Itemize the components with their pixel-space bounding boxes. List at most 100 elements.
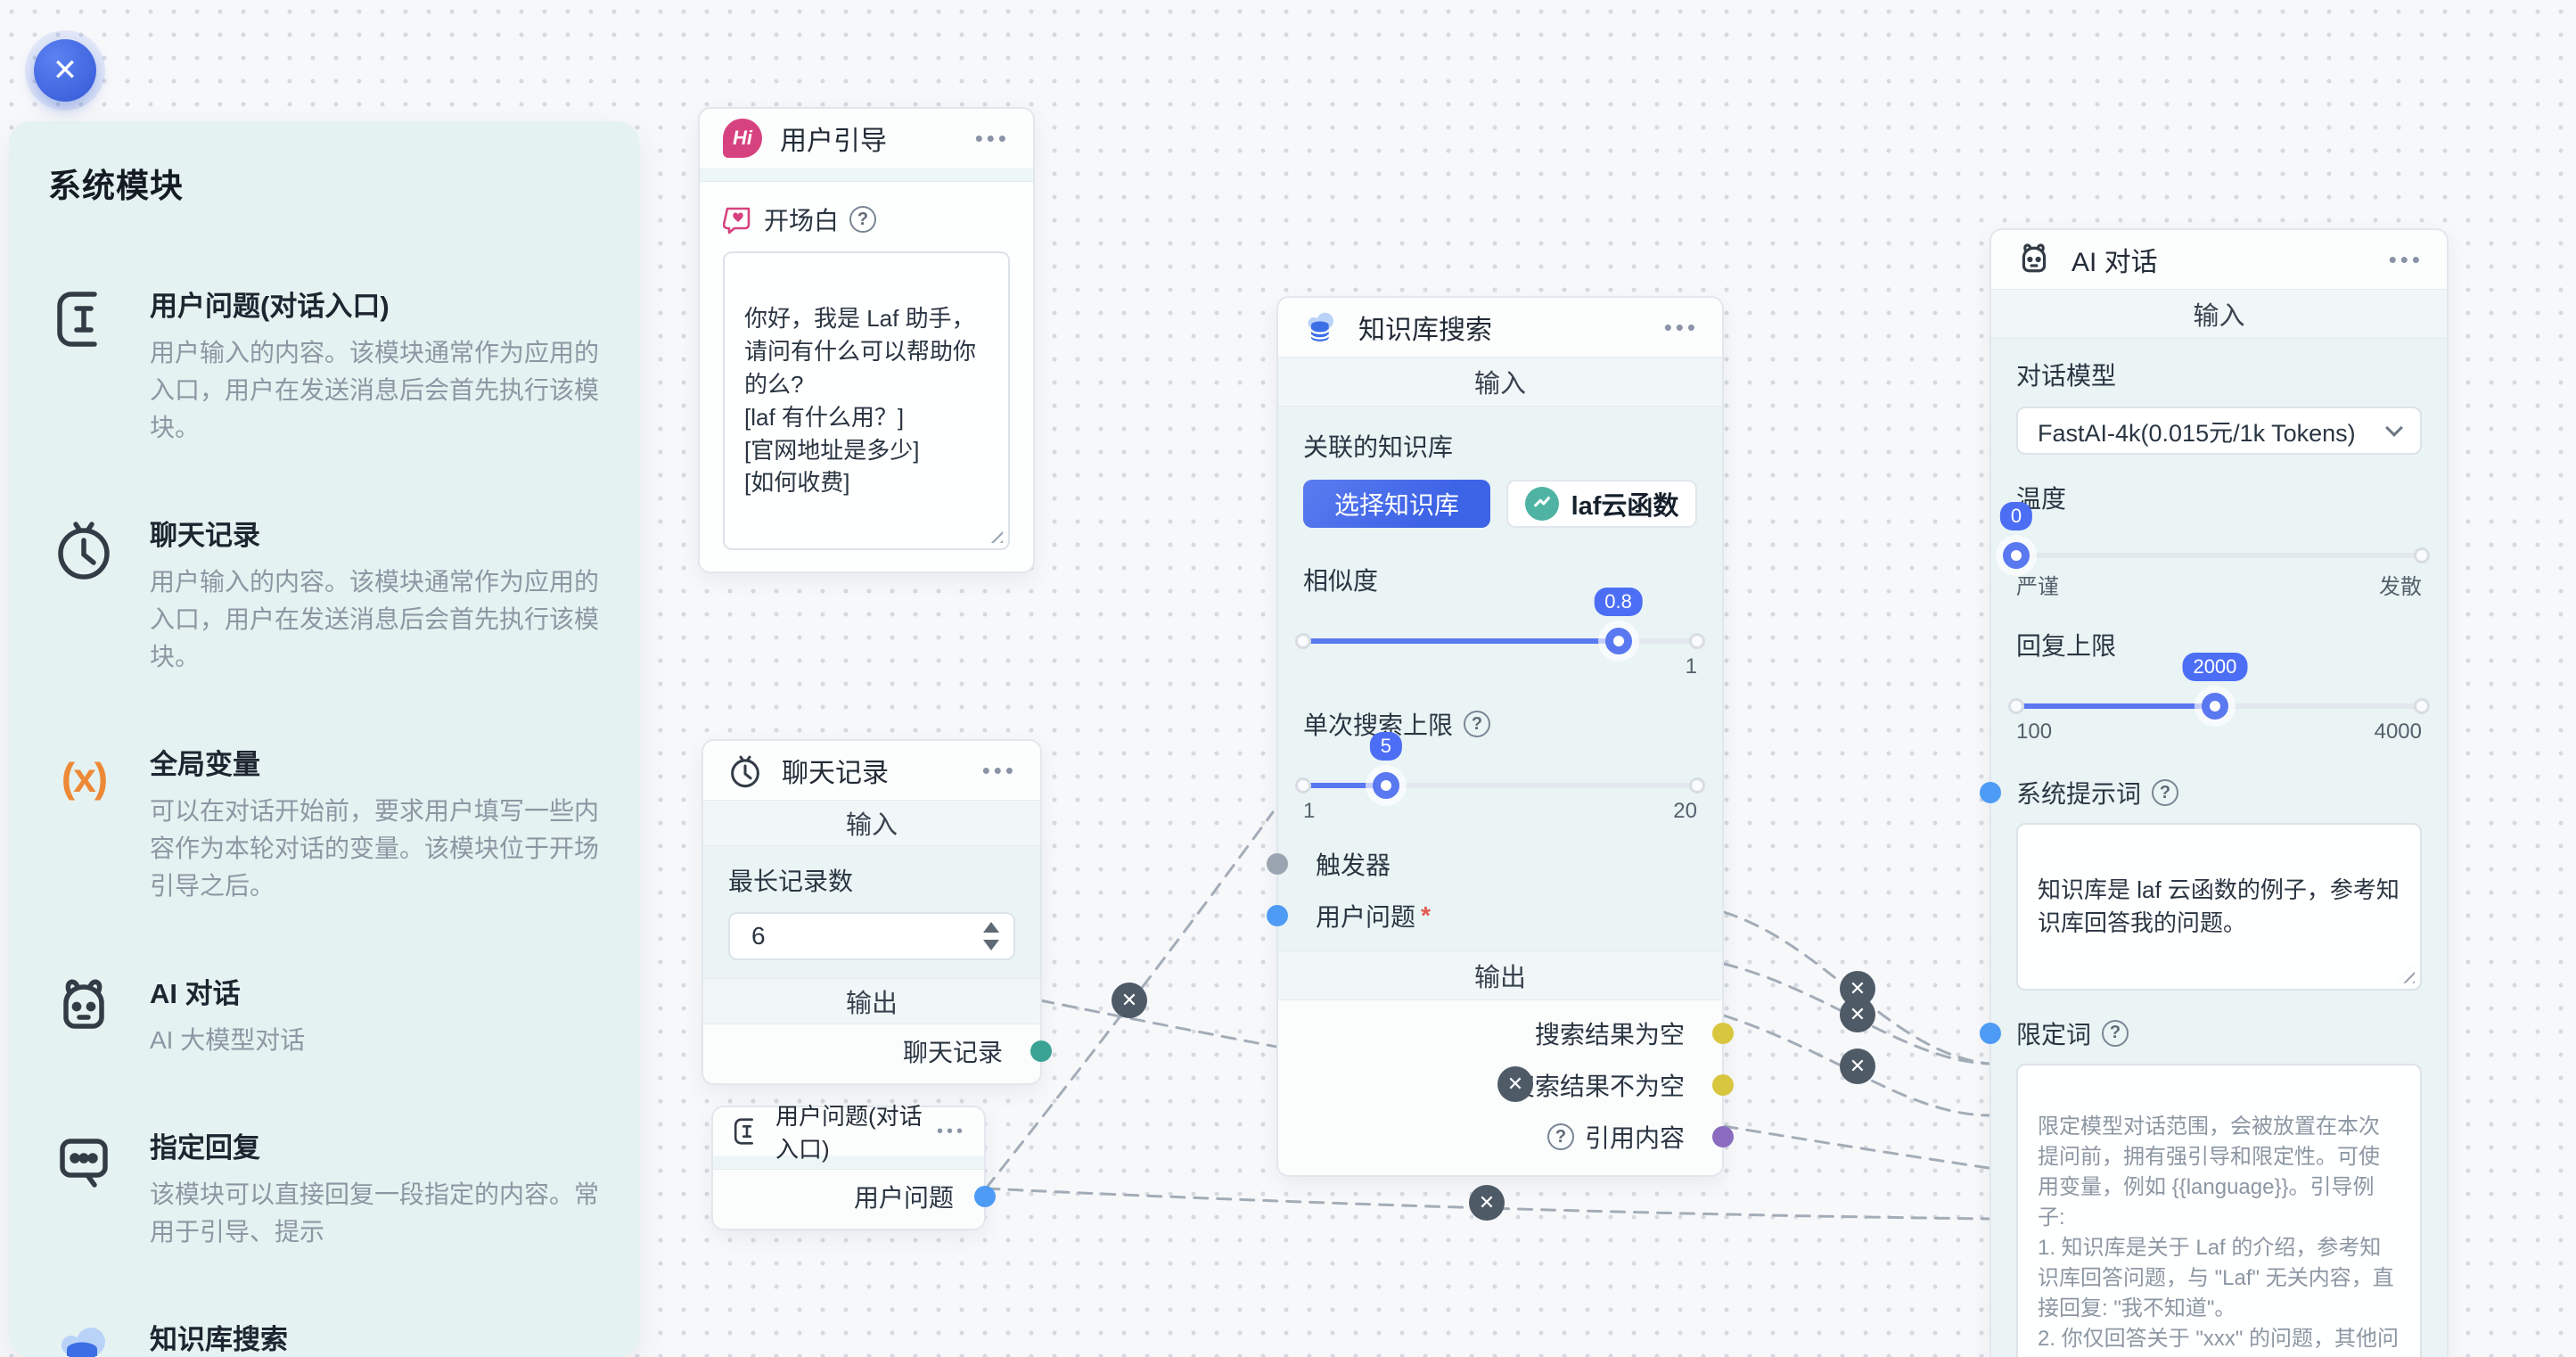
port-result-not-empty[interactable] [1712, 1074, 1734, 1096]
port-system-prompt[interactable] [1980, 782, 2001, 803]
slider-value-badge: 0.8 [1594, 588, 1643, 616]
close-icon: ✕ [52, 53, 78, 87]
node-user-question[interactable]: 用户问题(对话入口) ••• 用户问题 [711, 1103, 996, 1230]
qualifier-label: 限定词 [2016, 1020, 2092, 1049]
delete-connection-icon[interactable]: ✕ [1840, 1049, 1875, 1084]
slider-thumb[interactable]: 5 [1369, 732, 1402, 799]
kb-chip[interactable]: laf云函数 [1506, 480, 1697, 528]
module-desc: 用户输入的内容。该模块通常作为应用的入口，用户在发送消息后会首先执行该模块。 [150, 568, 600, 670]
model-label: 对话模型 [2016, 362, 2117, 390]
model-select[interactable]: FastAI-4k(0.015元/1k Tokens) [2016, 407, 2422, 455]
wire-empty-to-trigger [1722, 910, 1990, 1065]
module-list: 用户问题(对话入口) 用户输入的内容。该模块通常作为应用的入口，用户在发送消息后… [48, 284, 601, 1357]
slider-thumb[interactable]: 0 [1999, 502, 2033, 569]
delete-connection-icon[interactable]: ✕ [1497, 1066, 1533, 1102]
max-records-value: 6 [751, 922, 766, 950]
kb-database-icon [48, 1317, 119, 1357]
module-title: 用户问题(对话入口) [150, 291, 390, 322]
temperature-slider[interactable]: 0 严谨 发散 [1999, 502, 2430, 600]
wire-history-to-ai [1038, 999, 1990, 1170]
qualifier-textarea[interactable]: 限定模型对话范围，会被放置在本次提问前，拥有强引导和限定性。可使用变量，例如 {… [2016, 1063, 2422, 1357]
output-section-bar: 输出 [703, 978, 1040, 1024]
port-row-question: 用户问题* [1267, 890, 1722, 942]
node-title: 用户问题(对话入口) [775, 1103, 923, 1163]
input-section-bar: 输入 [1278, 357, 1722, 407]
module-desc: 可以在对话开始前，要求用户填写一些内容作为本轮对话的变量。该模块位于开场引导之后… [150, 797, 600, 900]
module-item-user-question[interactable]: 用户问题(对话入口) 用户输入的内容。该模块通常作为应用的入口，用户在发送消息后… [48, 284, 601, 447]
module-item-chat-history[interactable]: 聊天记录 用户输入的内容。该模块通常作为应用的入口，用户在发送消息后会首先执行该… [48, 513, 601, 676]
delete-connection-icon[interactable]: ✕ [1469, 1185, 1505, 1221]
slider-thumb[interactable]: 2000 [2182, 653, 2248, 720]
model-value: FastAI-4k(0.015元/1k Tokens) [2038, 419, 2356, 447]
node-menu-icon[interactable]: ••• [1663, 314, 1699, 341]
wire-question-to-kb [984, 810, 1275, 1190]
opening-heart-icon [723, 207, 751, 234]
node-title: 知识库搜索 [1358, 316, 1492, 345]
chevron-down-icon [2385, 419, 2403, 437]
input-section-bar: 输入 [703, 800, 1040, 846]
module-title: 知识库搜索 [150, 1324, 288, 1355]
node-title: 用户引导 [780, 127, 887, 156]
port-row-trigger: 触发器 [1267, 838, 1722, 890]
select-kb-button[interactable]: 选择知识库 [1303, 480, 1490, 528]
module-title: AI 对话 [150, 978, 241, 1009]
port-quote-content[interactable] [1712, 1126, 1734, 1147]
text-cursor-icon [734, 1118, 753, 1145]
similarity-slider[interactable]: 0.8 1 [1295, 588, 1705, 679]
port-chat-history[interactable] [1030, 1040, 1052, 1062]
system-prompt-textarea[interactable]: 知识库是 laf 云函数的例子，参考知识库回答我的问题。 [2016, 823, 2422, 991]
max-records-input[interactable]: 6 [728, 912, 1015, 960]
module-title: 全局变量 [150, 749, 260, 780]
port-row-question-out: 用户问题 [713, 1175, 996, 1218]
reply-limit-label: 回复上限 [2016, 632, 2117, 660]
help-icon[interactable]: ? [2152, 779, 2179, 806]
delete-connection-icon[interactable]: ✕ [1840, 997, 1875, 1032]
similarity-label: 相似度 [1303, 567, 1379, 595]
port-row-history-out: 聊天记录 [703, 1028, 1052, 1074]
node-chat-history[interactable]: 聊天记录 ••• 输入 最长记录数 6 输出 聊天记录 [701, 739, 1052, 1085]
resize-grip-icon[interactable] [985, 525, 1003, 544]
module-item-global-variable[interactable]: (x) 全局变量 可以在对话开始前，要求用户填写一些内容作为本轮对话的变量。该模… [48, 742, 601, 905]
help-icon[interactable]: ? [1546, 1123, 1574, 1150]
help-icon[interactable]: ? [2102, 1019, 2129, 1047]
close-panel-button[interactable]: ✕ [34, 39, 96, 102]
decrement-icon[interactable] [983, 940, 999, 950]
port-trigger[interactable] [1267, 853, 1288, 875]
node-menu-icon[interactable]: ••• [936, 1122, 966, 1141]
text-cursor-icon [48, 284, 119, 355]
module-item-fixed-reply[interactable]: 指定回复 该模块可以直接回复一段指定的内容。常用于引导、提示 [48, 1125, 601, 1251]
output-section-bar: 输出 [1278, 950, 1722, 1000]
slider-thumb[interactable]: 0.8 [1594, 588, 1643, 654]
reply-limit-slider[interactable]: 2000 100 4000 [2008, 653, 2430, 744]
kb-database-icon [1308, 312, 1333, 341]
panel-title: 系统模块 [48, 168, 184, 204]
laf-logo-icon [1524, 487, 1559, 521]
opening-textarea[interactable]: 你好，我是 Laf 助手，请问有什么可以帮助你的么? [laf 有什么用？] [… [723, 251, 1010, 551]
node-menu-icon[interactable]: ••• [974, 125, 1010, 152]
port-row-result-empty: 搜索结果为空 [1278, 1007, 1734, 1059]
port-row-quote: ? 引用内容 [1278, 1111, 1734, 1163]
opening-label: 开场白 [764, 207, 840, 234]
increment-icon[interactable] [983, 922, 999, 933]
node-user-guide[interactable]: Hi 用户引导 ••• 开场白 ? 你好，我是 Laf 助手，请问有什么可以帮助… [698, 107, 1035, 574]
resize-grip-icon[interactable] [2397, 965, 2415, 983]
port-qualifier[interactable] [1980, 1022, 2001, 1044]
search-limit-slider[interactable]: 5 1 20 [1295, 732, 1705, 824]
module-desc: 该模块可以直接回复一段指定的内容。常用于引导、提示 [150, 1180, 600, 1246]
clock-icon [731, 755, 759, 788]
slider-value-badge: 5 [1369, 732, 1402, 761]
help-icon[interactable]: ? [849, 206, 877, 233]
port-user-question[interactable] [974, 1186, 996, 1207]
node-kb-search[interactable]: 知识库搜索 ••• 输入 关联的知识库 选择知识库 laf云函数 相似度 0.8 [1267, 296, 1734, 1177]
node-ai-chat[interactable]: AI 对话 ••• 输入 对话模型 FastAI-4k(0.015元/1k To… [1980, 228, 2449, 1357]
port-result-empty[interactable] [1712, 1023, 1734, 1044]
slider-value-badge: 0 [1999, 502, 2033, 530]
variable-icon: (x) [61, 754, 108, 801]
node-menu-icon[interactable]: ••• [2388, 246, 2424, 273]
module-item-kb-search[interactable]: 知识库搜索 去知识库中搜索对应的答案。可作为 AI 对话引用参考。 [48, 1317, 601, 1357]
help-icon[interactable]: ? [1464, 711, 1491, 737]
module-item-ai-chat[interactable]: AI 对话 AI 大模型对话 [48, 971, 601, 1059]
port-user-question[interactable] [1267, 905, 1288, 926]
node-menu-icon[interactable]: ••• [981, 757, 1017, 784]
delete-connection-icon[interactable]: ✕ [1112, 983, 1147, 1018]
